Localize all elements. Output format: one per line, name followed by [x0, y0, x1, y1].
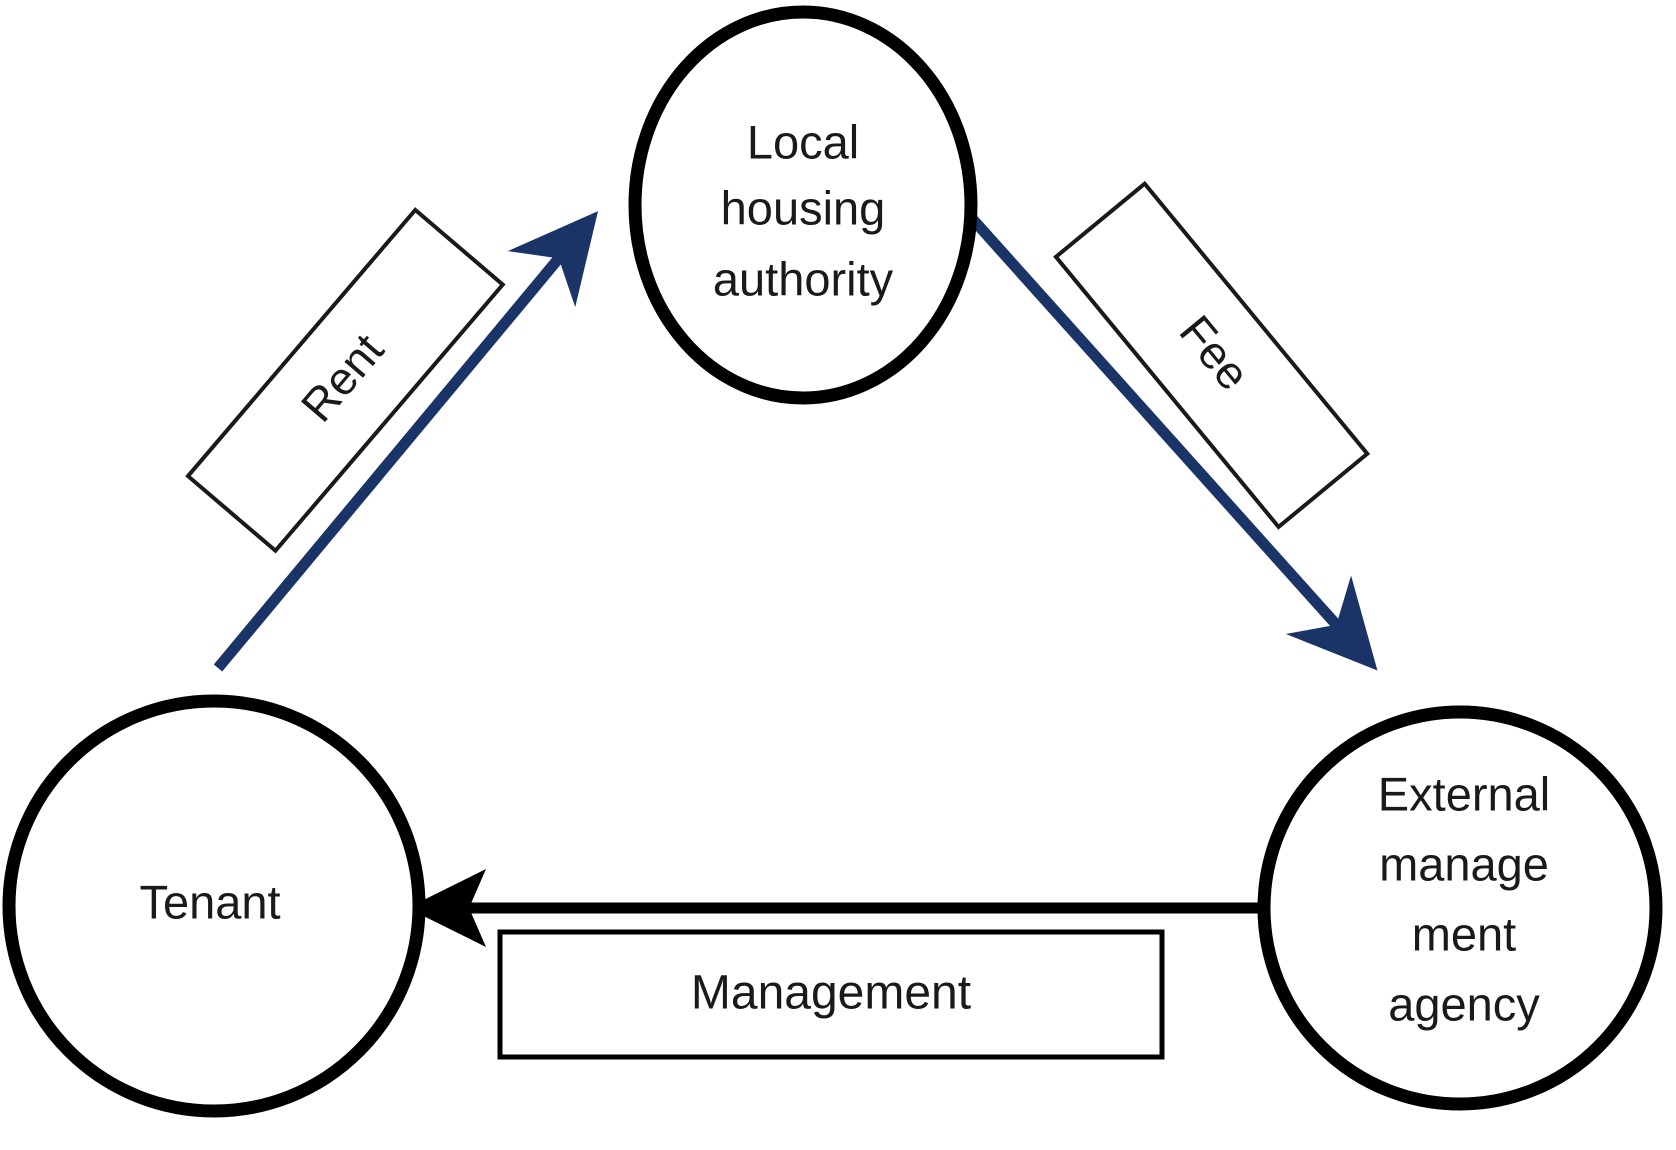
- rent-arrow-line: [213, 211, 599, 672]
- local-housing-authority-line-2: housing: [721, 181, 886, 234]
- fee-label-box-rect: [1053, 180, 1371, 530]
- edge-fee: Fee: [955, 180, 1378, 671]
- node-local-housing-authority[interactable]: Local housing authority: [628, 5, 978, 405]
- local-housing-authority-line-1: Local: [747, 115, 859, 168]
- external-management-agency-line-3: ment: [1412, 907, 1517, 960]
- rent-label-box: [185, 207, 506, 554]
- fee-arrow-line: [955, 201, 1378, 671]
- tenant-circle[interactable]: [2, 694, 426, 1118]
- external-management-agency-line-1: External: [1378, 767, 1550, 820]
- local-housing-authority-line-3: authority: [713, 252, 894, 305]
- node-external-management-agency[interactable]: External manage ment agency: [1257, 705, 1663, 1111]
- edge-management: Management: [407, 869, 1290, 1060]
- local-housing-authority-circle[interactable]: [628, 5, 978, 405]
- edge-rent: Rent: [185, 207, 599, 672]
- node-tenant[interactable]: Tenant: [2, 694, 426, 1118]
- external-management-agency-line-4: agency: [1388, 977, 1540, 1030]
- rent-label-box-rect: [185, 207, 506, 554]
- fee-label-box: [1053, 180, 1371, 530]
- management-label-box-rect: [497, 929, 1165, 1060]
- external-management-agency-line-2: manage: [1379, 837, 1549, 890]
- management-label-text: Management: [691, 967, 971, 1020]
- external-management-agency-circle[interactable]: [1257, 705, 1663, 1111]
- tenant-line-1: Tenant: [139, 875, 280, 928]
